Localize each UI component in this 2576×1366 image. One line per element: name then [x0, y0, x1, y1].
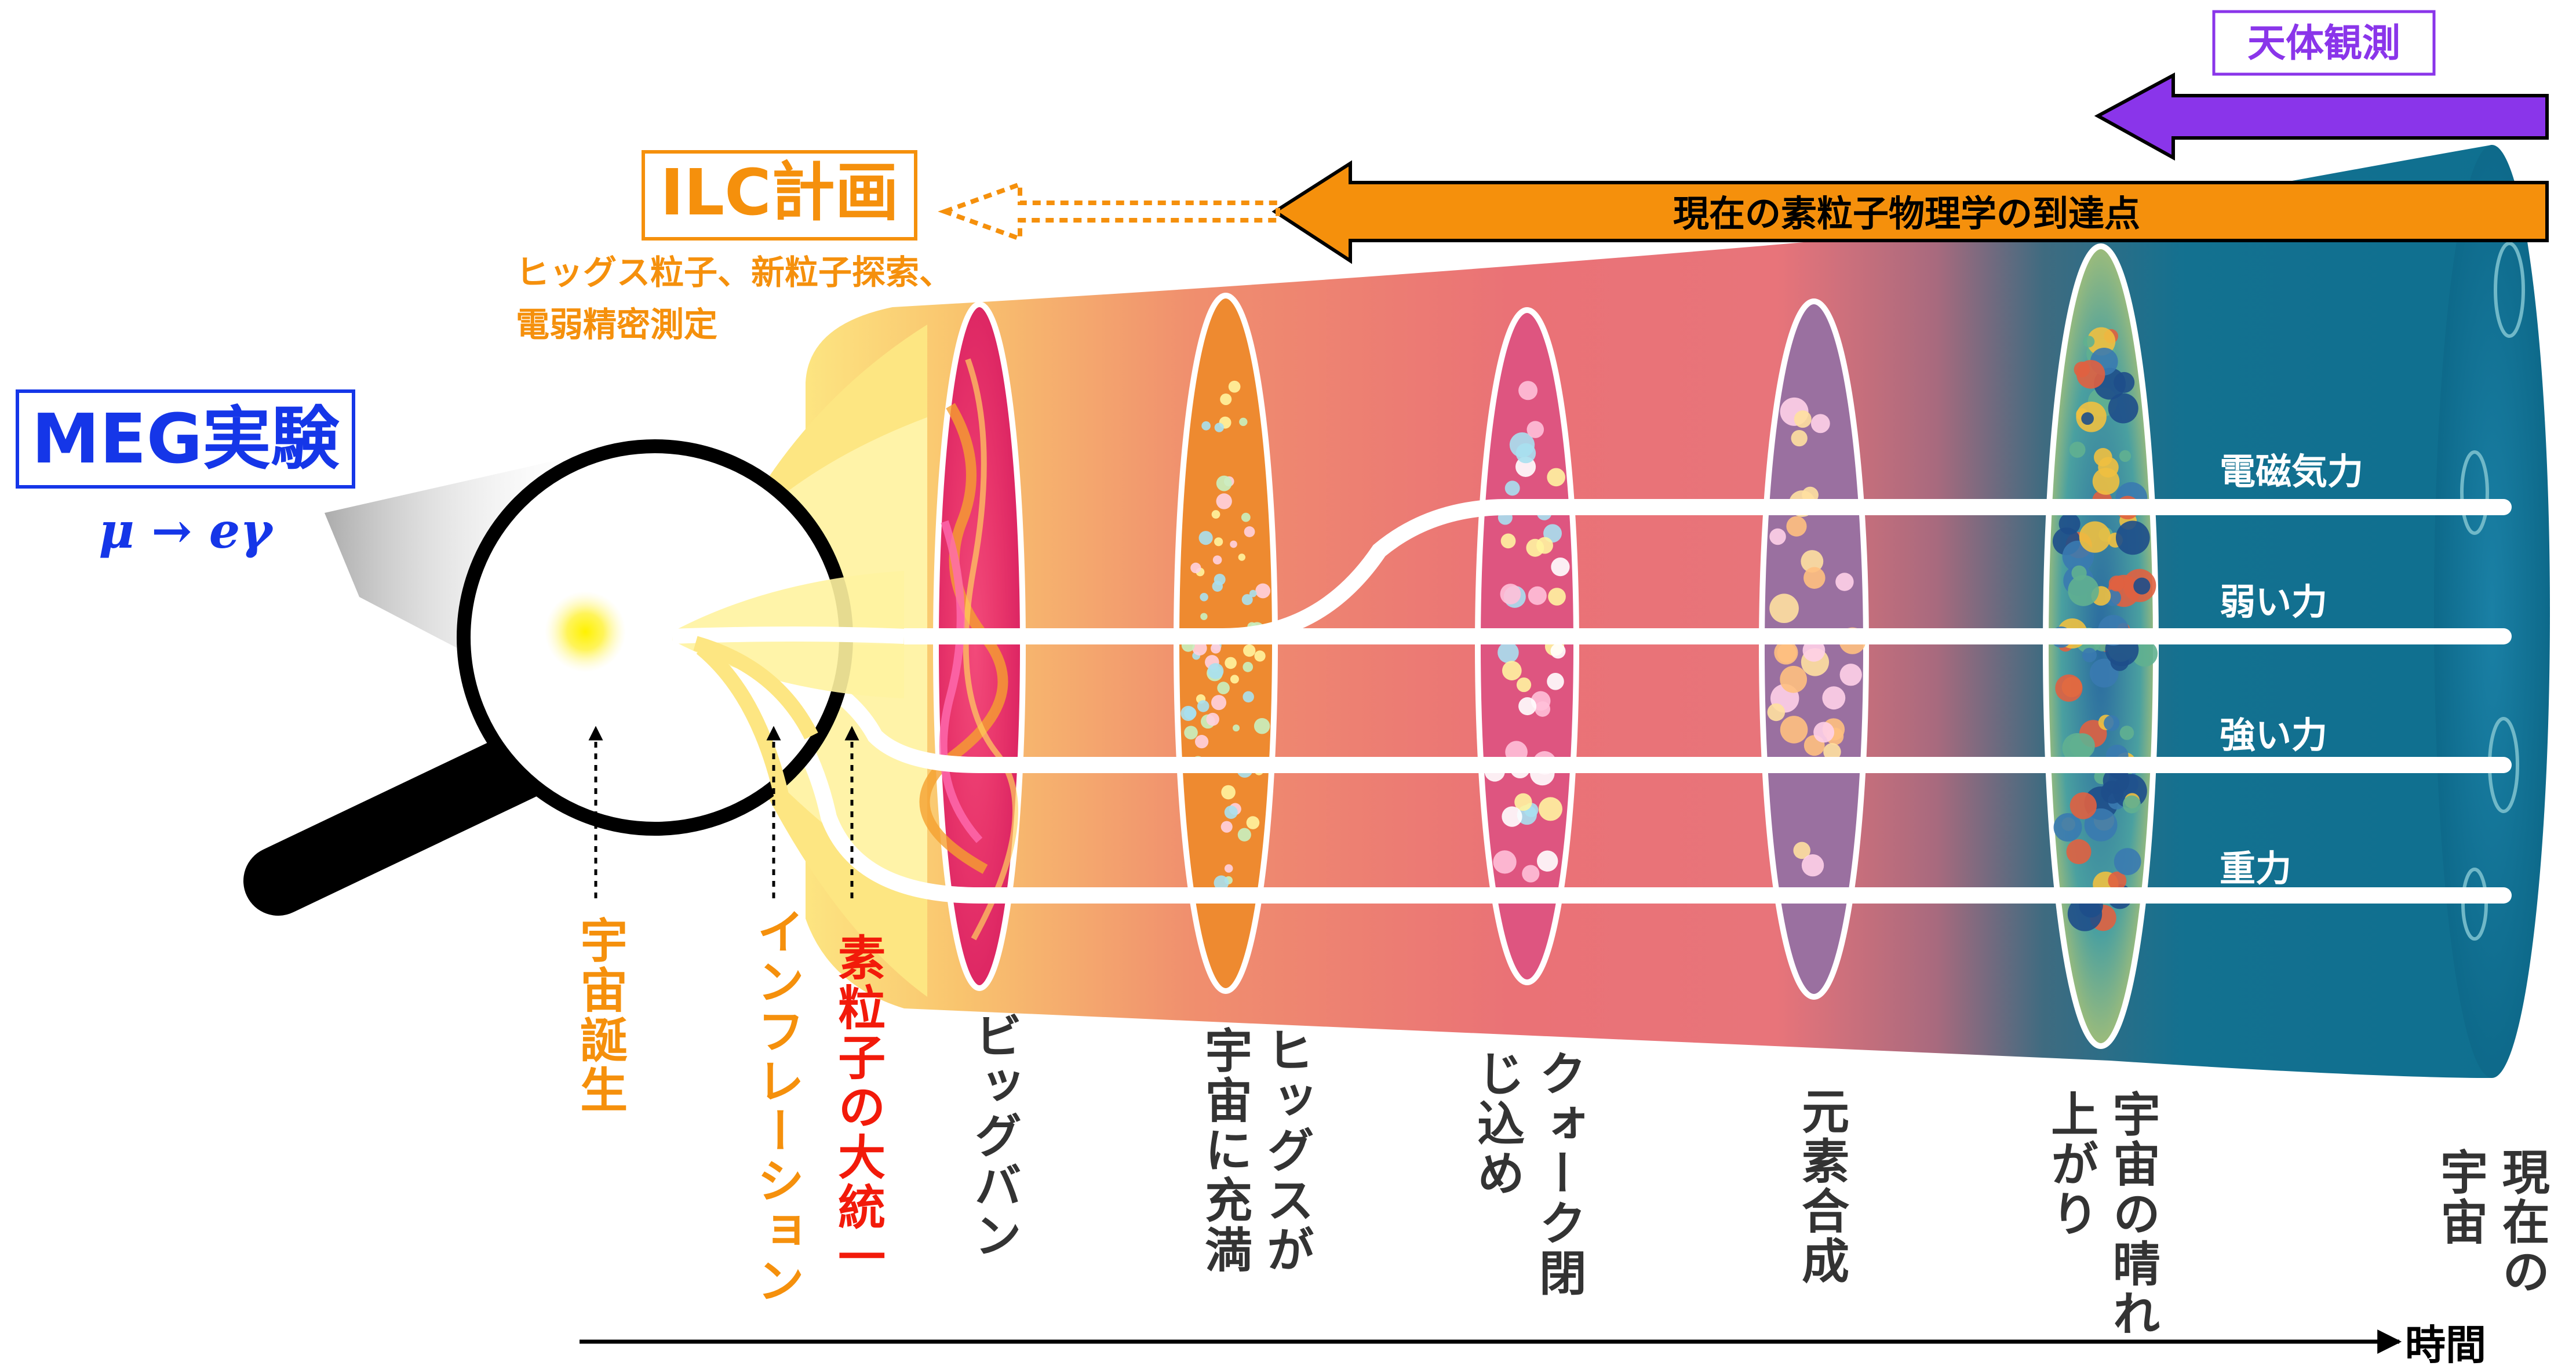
stage-disk-recombination: [2043, 243, 2159, 1049]
early-indicators: [588, 726, 859, 898]
astro-label: 天体観測: [2247, 21, 2400, 65]
reach-arrow: [1271, 160, 2549, 264]
stage-disk-today: [2434, 145, 2550, 1078]
ilc-box: [642, 150, 917, 241]
ilc-desc-1: ヒッグス粒子、新粒子探索、: [516, 253, 953, 292]
meg-box: [16, 389, 355, 489]
ilc-title: ILC計画: [660, 155, 899, 230]
stage-label-nucleosynthesis: 元素合成: [1793, 1087, 1849, 1286]
stage-label-higgs: ヒッグスが宇宙に充満: [1196, 1026, 1314, 1275]
force-label-strong: 強い力: [2220, 714, 2327, 756]
ilc-desc-2: 電弱精密測定: [516, 305, 717, 344]
stage-label-bigbang: ビッグバン: [965, 1011, 1021, 1261]
stage-label-today: 現在の宇宙: [2432, 1148, 2549, 1297]
meg-title: MEG実験: [32, 399, 340, 479]
stage-label-recombination: 宇宙の晴れ上がり: [2042, 1090, 2160, 1339]
magnifier-icon: [243, 439, 905, 916]
astro-arrow: [2094, 72, 2549, 161]
force-label-weak: 弱い力: [2220, 581, 2327, 623]
label-inflation: インフレーション: [748, 907, 804, 1306]
meg-formula: μ → eγ: [99, 502, 274, 559]
astro-box: [2212, 10, 2436, 76]
ilc-extension-arrow: [938, 181, 1280, 242]
stage-disk-quark: [1475, 307, 1579, 985]
label-unification: 素粒子の大統一: [829, 933, 885, 1282]
stage-label-quark: クォーク閉じ込め: [1469, 1049, 1586, 1298]
force-label-em: 電磁気力: [2220, 450, 2363, 493]
force-label-gravity: 重力: [2220, 847, 2291, 890]
time-label: 時間: [2405, 1321, 2486, 1366]
label-birth: 宇宙誕生: [571, 916, 627, 1115]
reach-label: 現在の素粒子物理学の到達点: [1673, 192, 2140, 235]
force-labels: 電磁気力 弱い力 強い力 重力: [2220, 450, 2363, 890]
